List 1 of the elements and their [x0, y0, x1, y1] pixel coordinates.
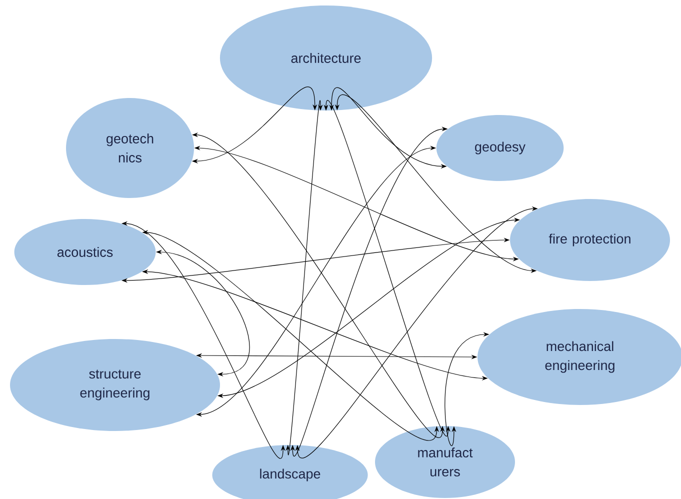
curved-arrow — [286, 100, 323, 455]
